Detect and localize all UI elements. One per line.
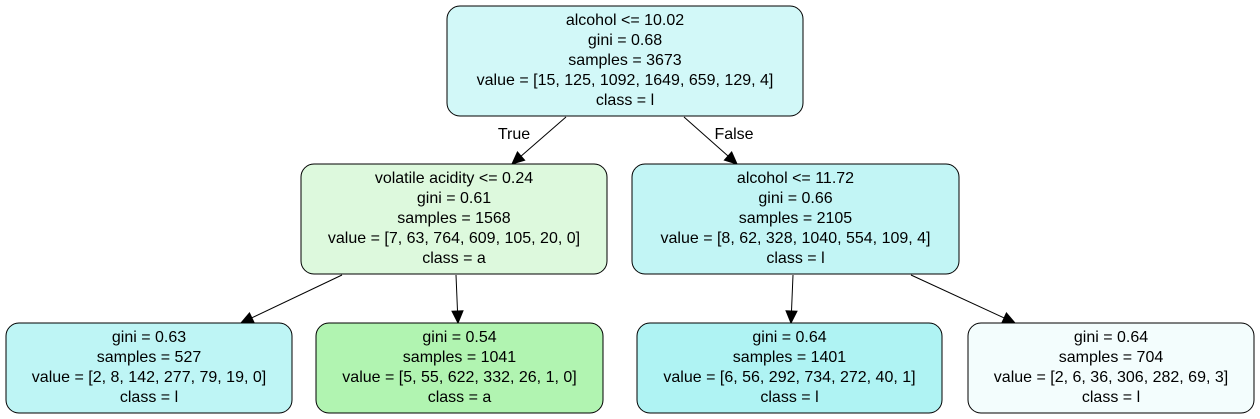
edge-right-rl [785, 274, 798, 325]
edge-line [910, 274, 1005, 319]
node-line: alcohol <= 10.02 [566, 12, 684, 29]
edge-line [791, 274, 794, 312]
node-line: gini = 0.68 [588, 32, 662, 49]
node-line: value = [2, 6, 36, 306, 282, 69, 3] [994, 369, 1228, 386]
edge-left-ll [239, 274, 343, 324]
node-line: samples = 2105 [739, 210, 853, 227]
edge-right-rr [910, 274, 1017, 324]
tree-node-lr: gini = 0.54 samples = 1041 value = [5, 55,… [315, 322, 604, 414]
tree-node-right: alcohol <= 11.72 gini = 0.66 samples = 210… [631, 163, 960, 275]
edge-line [683, 116, 729, 157]
node-line: samples = 704 [1059, 349, 1164, 366]
tree-node-root: alcohol <= 10.02 gini = 0.68 samples = 367… [446, 5, 804, 117]
edge-line [455, 274, 458, 312]
arrowhead [511, 151, 526, 165]
edge-line [520, 116, 567, 157]
node-line: value = [5, 55, 622, 332, 26, 1, 0] [342, 369, 576, 386]
arrowhead [785, 310, 798, 325]
node-box [631, 163, 960, 275]
tree-node-rr: gini = 0.64 samples = 704 value = [2, 6, 3… [967, 322, 1255, 414]
tree-node-ll: gini = 0.63 samples = 527 value = [2, 8, 1… [5, 322, 293, 414]
node-box [5, 322, 293, 414]
tree-node-left: volatile acidity <= 0.24 gini = 0.61 sampl… [300, 163, 608, 275]
edge-root-left: True [498, 116, 567, 165]
nodes-layer: alcohol <= 10.02 gini = 0.68 samples = 367… [5, 5, 1255, 414]
node-line: class = a [428, 389, 492, 406]
node-line: value = [15, 125, 1092, 1649, 659, 129, … [477, 72, 774, 89]
node-line: gini = 0.54 [422, 329, 496, 346]
node-box [446, 5, 804, 117]
node-line: samples = 3673 [568, 52, 682, 69]
node-line: gini = 0.61 [417, 190, 491, 207]
node-line: class = l [596, 92, 654, 109]
node-line: class = a [422, 250, 486, 267]
node-line: value = [7, 63, 764, 609, 105, 20, 0] [328, 230, 580, 247]
node-line: gini = 0.64 [1074, 329, 1148, 346]
node-line: class = l [1082, 389, 1140, 406]
node-box [315, 322, 604, 414]
node-line: gini = 0.63 [112, 329, 186, 346]
node-box [636, 322, 943, 414]
edges-layer: True False [239, 116, 1017, 325]
node-line: value = [2, 8, 142, 277, 79, 19, 0] [32, 369, 266, 386]
node-line: volatile acidity <= 0.24 [375, 170, 533, 187]
node-line: class = l [766, 250, 824, 267]
node-line: gini = 0.64 [752, 329, 826, 346]
node-box [300, 163, 608, 275]
arrowhead [1001, 312, 1017, 324]
arrowhead [239, 311, 255, 324]
node-line: gini = 0.66 [758, 190, 832, 207]
arrowhead [451, 310, 464, 325]
node-box [967, 322, 1255, 414]
edge-label-true: True [498, 126, 530, 143]
edge-left-lr [451, 274, 464, 325]
edge-line [251, 274, 343, 319]
node-line: samples = 1568 [397, 210, 511, 227]
node-line: alcohol <= 11.72 [737, 170, 854, 187]
tree-node-rl: gini = 0.64 samples = 1401 value = [6, 56,… [636, 322, 943, 414]
node-line: class = l [760, 389, 818, 406]
node-line: value = [6, 56, 292, 734, 272, 40, 1] [663, 369, 915, 386]
node-line: value = [8, 62, 328, 1040, 554, 109, 4] [661, 230, 931, 247]
arrowhead [723, 151, 738, 165]
node-line: class = l [120, 389, 178, 406]
node-line: samples = 1401 [733, 349, 847, 366]
node-line: samples = 1041 [403, 349, 517, 366]
edge-root-right: False [683, 116, 754, 165]
node-line: samples = 527 [97, 349, 202, 366]
edge-label-false: False [714, 126, 753, 143]
